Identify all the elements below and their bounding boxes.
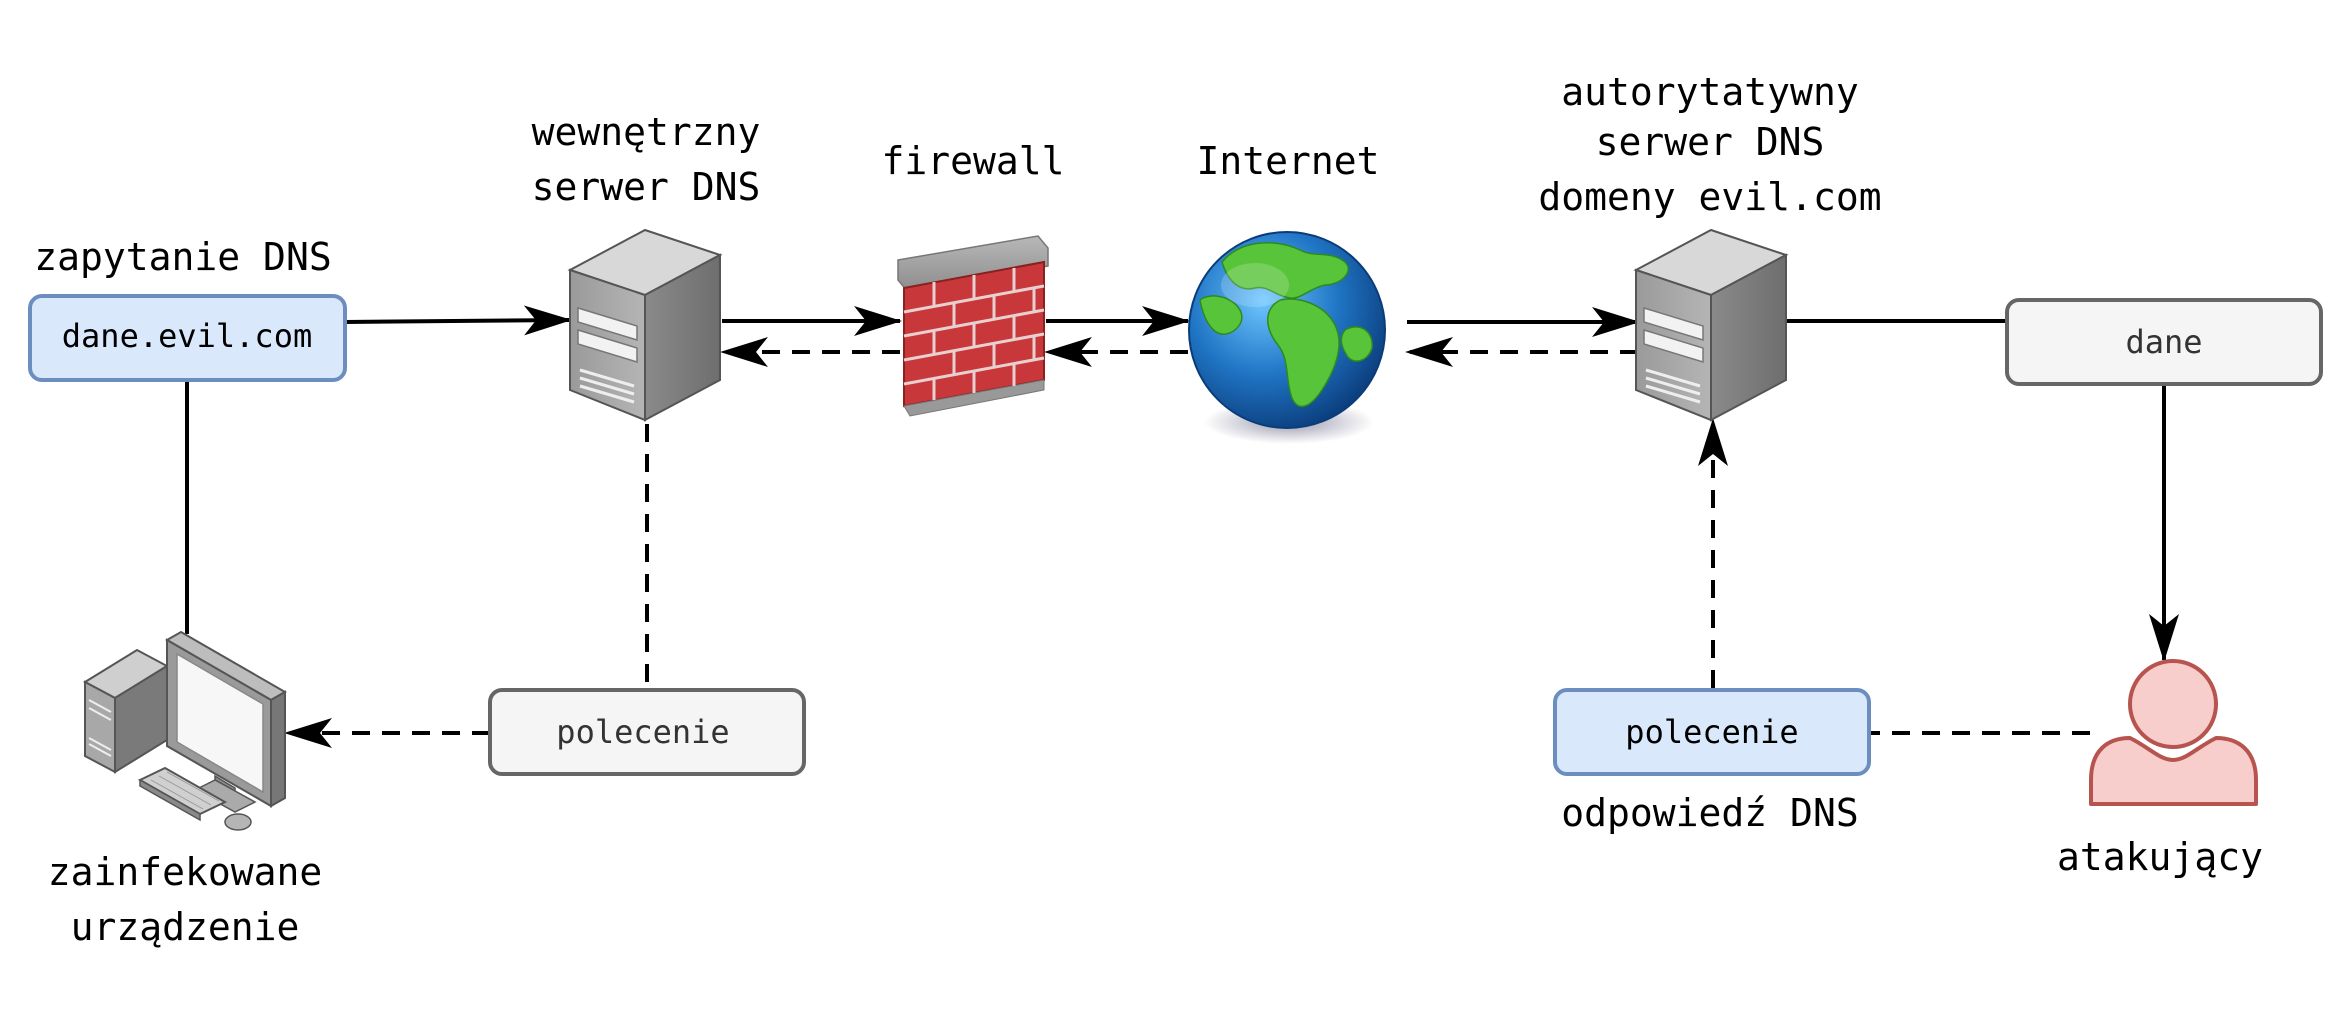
firewall-icon (897, 235, 1049, 417)
internet-globe-icon (1188, 231, 1386, 444)
firewall-label: firewall (881, 139, 1064, 183)
command-box-right: polecenie (1553, 688, 1871, 776)
data-box-label: dane (2125, 323, 2202, 361)
data-box: dane (2005, 298, 2323, 386)
labels: zapytanie DNS wewnętrzny serwer DNS fire… (34, 70, 2263, 949)
internal-dns-server-icon (567, 228, 723, 422)
infected-device-computer-icon (82, 630, 288, 831)
internal-dns-label-line1: wewnętrzny (532, 110, 761, 154)
auth-dns-label-line1: autorytatywny (1561, 70, 1858, 114)
query-box: dane.evil.com (28, 294, 347, 382)
command-box-left: polecenie (488, 688, 806, 776)
response-caption: odpowiedź DNS (1561, 791, 1858, 835)
auth-dns-label-line3: domeny evil.com (1538, 175, 1881, 219)
command-box-right-label: polecenie (1625, 713, 1798, 751)
infected-device-label-line1: zainfekowane (48, 850, 323, 894)
query-caption: zapytanie DNS (34, 235, 331, 279)
attacker-label: atakujący (2057, 835, 2263, 879)
arrow-query-to-internal-dns (344, 305, 572, 336)
connectors (185, 305, 2179, 748)
internal-dns-label-line2: serwer DNS (532, 165, 761, 209)
query-box-label: dane.evil.com (62, 317, 312, 355)
infected-device-label-line2: urządzenie (71, 905, 300, 949)
auth-dns-label-line2: serwer DNS (1596, 120, 1825, 164)
internet-label: Internet (1196, 139, 1379, 183)
attacker-user-icon (2089, 659, 2258, 806)
command-box-left-label: polecenie (556, 713, 729, 751)
authoritative-dns-server-icon (1633, 228, 1789, 422)
